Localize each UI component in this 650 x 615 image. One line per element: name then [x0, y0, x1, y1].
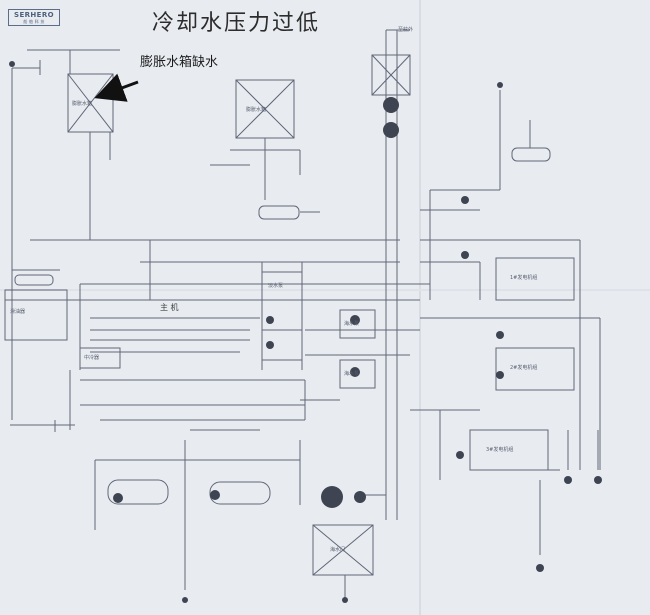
center-tank-top: [371, 54, 411, 96]
intercooler-box: [79, 347, 121, 369]
expansion-tank-2-label: 膨胀水箱: [246, 107, 267, 113]
expansion-tank-label: 膨胀水箱: [72, 101, 93, 107]
drain-bottom-left: [182, 597, 188, 603]
bottom-cooler-2: [209, 481, 271, 505]
cooler-left-box: [4, 289, 68, 341]
seawater-pump-2-label: 海水泵: [344, 371, 360, 377]
annotation-arrow: [94, 73, 139, 102]
generator-3-label: 3#发电机组: [486, 447, 514, 453]
brand-logo-subtext: 船 舶 科 技: [23, 19, 45, 24]
annotation-label: 膨胀水箱缺水: [140, 55, 219, 70]
generator-2-label: 2#发电机组: [510, 365, 538, 371]
seawater-pump-2: [339, 359, 376, 389]
drain-right-2: [594, 476, 602, 484]
bottom-cooler-1: [107, 479, 169, 505]
drain-right-1: [564, 476, 572, 484]
pump-circle-bottom: [321, 486, 343, 508]
drain-label: 至舷外: [398, 27, 414, 33]
seawater-pump-1-label: 海水泵: [344, 321, 360, 327]
cooler-left: [14, 274, 54, 286]
cooler-upper: [258, 205, 300, 220]
freshwater-pump-label: 淡水泵: [268, 283, 284, 289]
pump-circle-bottom-small: [354, 491, 366, 503]
generator-3-box: [469, 429, 549, 471]
sea-chest: [312, 524, 374, 576]
brand-logo-text: SERHERO: [14, 11, 54, 19]
drain-left: [9, 61, 15, 67]
pump-circle-top-1: [383, 97, 399, 113]
pump-circle-top-2: [383, 122, 399, 138]
generator-1-label: 1#发电机组: [510, 275, 538, 281]
seawater-pump-1: [339, 309, 376, 339]
drain-bottom-center: [342, 597, 348, 603]
main-engine-label: 主 机: [160, 303, 179, 312]
brand-logo: SERHERO 船 舶 科 技: [8, 9, 60, 26]
generator-2-box: [495, 347, 575, 391]
drain-bottom-right: [536, 564, 544, 572]
page-title: 冷却水压力过低: [152, 11, 321, 36]
sea-chest-label: 海水门: [330, 547, 346, 553]
cooler-right: [511, 147, 551, 162]
intercooler-label: 中冷器: [84, 355, 100, 361]
oil-cooler-label: 滑油器: [10, 309, 26, 315]
generator-1-box: [495, 257, 575, 301]
